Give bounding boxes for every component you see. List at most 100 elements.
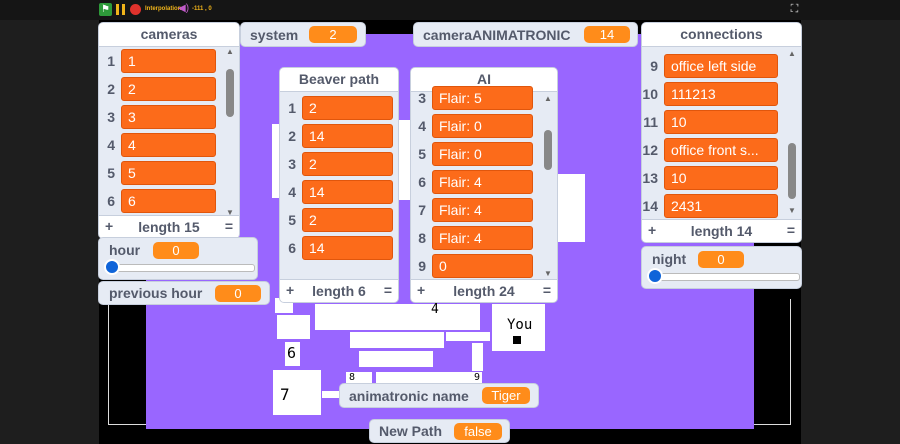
player-marker (513, 336, 521, 344)
scroll-up-icon[interactable]: ▲ (544, 94, 552, 103)
fullscreen-icon[interactable]: ⛶ (790, 3, 799, 15)
hour-monitor[interactable]: hour 0 (98, 237, 258, 280)
scroll-up-icon[interactable]: ▲ (226, 47, 234, 56)
green-flag-icon[interactable]: ⚑ (99, 3, 112, 16)
item-value[interactable]: 2 (302, 152, 393, 176)
item-value[interactable]: 3 (121, 105, 216, 129)
night-slider[interactable] (648, 273, 800, 281)
item-value[interactable]: 5 (121, 161, 216, 185)
scroll-thumb[interactable] (788, 143, 796, 199)
scroll-up-icon[interactable]: ▲ (788, 49, 796, 58)
item-value[interactable]: 2 (302, 96, 393, 120)
scroll-thumb[interactable] (544, 130, 552, 170)
add-item-button[interactable]: + (286, 282, 295, 298)
list-scrollbar[interactable]: ▲ ▼ (787, 49, 797, 215)
previous-hour-monitor[interactable]: previous hour 0 (98, 281, 270, 305)
add-item-button[interactable]: + (417, 282, 426, 298)
monitor-value: 14 (584, 26, 630, 43)
item-value[interactable]: Flair: 4 (432, 170, 533, 194)
item-index: 4 (107, 137, 115, 153)
list-title: cameras (99, 23, 239, 47)
item-value[interactable]: Flair: 5 (432, 86, 533, 110)
night-monitor[interactable]: night 0 (641, 246, 802, 289)
add-item-button[interactable]: + (105, 218, 114, 234)
scroll-thumb[interactable] (226, 69, 234, 117)
resize-handle[interactable]: = (224, 218, 233, 234)
item-value[interactable]: 2 (302, 208, 393, 232)
item-value[interactable]: 14 (302, 236, 393, 260)
item-value[interactable]: office left side (664, 54, 778, 78)
list-title: connections (642, 23, 801, 47)
scroll-down-icon[interactable]: ▼ (544, 269, 552, 278)
item-value[interactable]: Flair: 0 (432, 114, 533, 138)
pause-icon[interactable] (116, 4, 126, 15)
stage-border (108, 299, 109, 424)
map-room (556, 174, 585, 242)
item-value[interactable]: 4 (121, 133, 216, 157)
item-value[interactable]: 2431 (664, 194, 778, 218)
list-scrollbar[interactable]: ▲ ▼ (225, 47, 235, 217)
mouse-coords: -111 , 0 (192, 6, 212, 12)
item-value[interactable]: Flair: 0 (432, 142, 533, 166)
speaker-icon[interactable]: ◀) (178, 3, 190, 14)
item-value[interactable]: 111213 (664, 82, 778, 106)
item-value[interactable]: office front s... (664, 138, 778, 162)
item-value[interactable]: 2 (121, 77, 216, 101)
cameraanimatronic-monitor[interactable]: cameraANIMATRONIC 14 (413, 22, 638, 47)
slider-knob[interactable] (647, 268, 663, 284)
resize-handle[interactable]: = (383, 282, 392, 298)
slider-knob[interactable] (104, 259, 120, 275)
item-value[interactable]: 14 (302, 180, 393, 204)
item-value[interactable]: 14 (302, 124, 393, 148)
resize-handle[interactable]: = (542, 282, 551, 298)
animatronic-name-monitor[interactable]: animatronic name Tiger (339, 383, 539, 408)
list-scrollbar[interactable]: ▲ ▼ (543, 94, 553, 278)
item-index: 6 (418, 174, 426, 190)
item-index: 3 (418, 90, 426, 106)
item-value[interactable]: 0 (432, 254, 533, 278)
list-item[interactable]: 6 Flair: 4 (411, 169, 533, 197)
list-item[interactable]: 3 Flair: 5 (411, 85, 533, 113)
system-monitor[interactable]: system 2 (240, 22, 366, 47)
item-value[interactable]: Flair: 4 (432, 226, 533, 250)
scroll-down-icon[interactable]: ▼ (788, 206, 796, 215)
scroll-down-icon[interactable]: ▼ (226, 208, 234, 217)
item-value[interactable]: 10 (664, 110, 778, 134)
item-value[interactable]: 10 (664, 166, 778, 190)
item-value[interactable]: Flair: 4 (432, 198, 533, 222)
resize-handle[interactable]: = (786, 222, 795, 238)
item-value[interactable]: 6 (121, 189, 216, 213)
stop-icon[interactable] (130, 4, 141, 15)
new-path-monitor[interactable]: New Path false (369, 419, 510, 443)
item-value[interactable]: 1 (121, 49, 216, 73)
add-item-button[interactable]: + (648, 222, 657, 238)
hour-slider[interactable] (105, 264, 255, 272)
